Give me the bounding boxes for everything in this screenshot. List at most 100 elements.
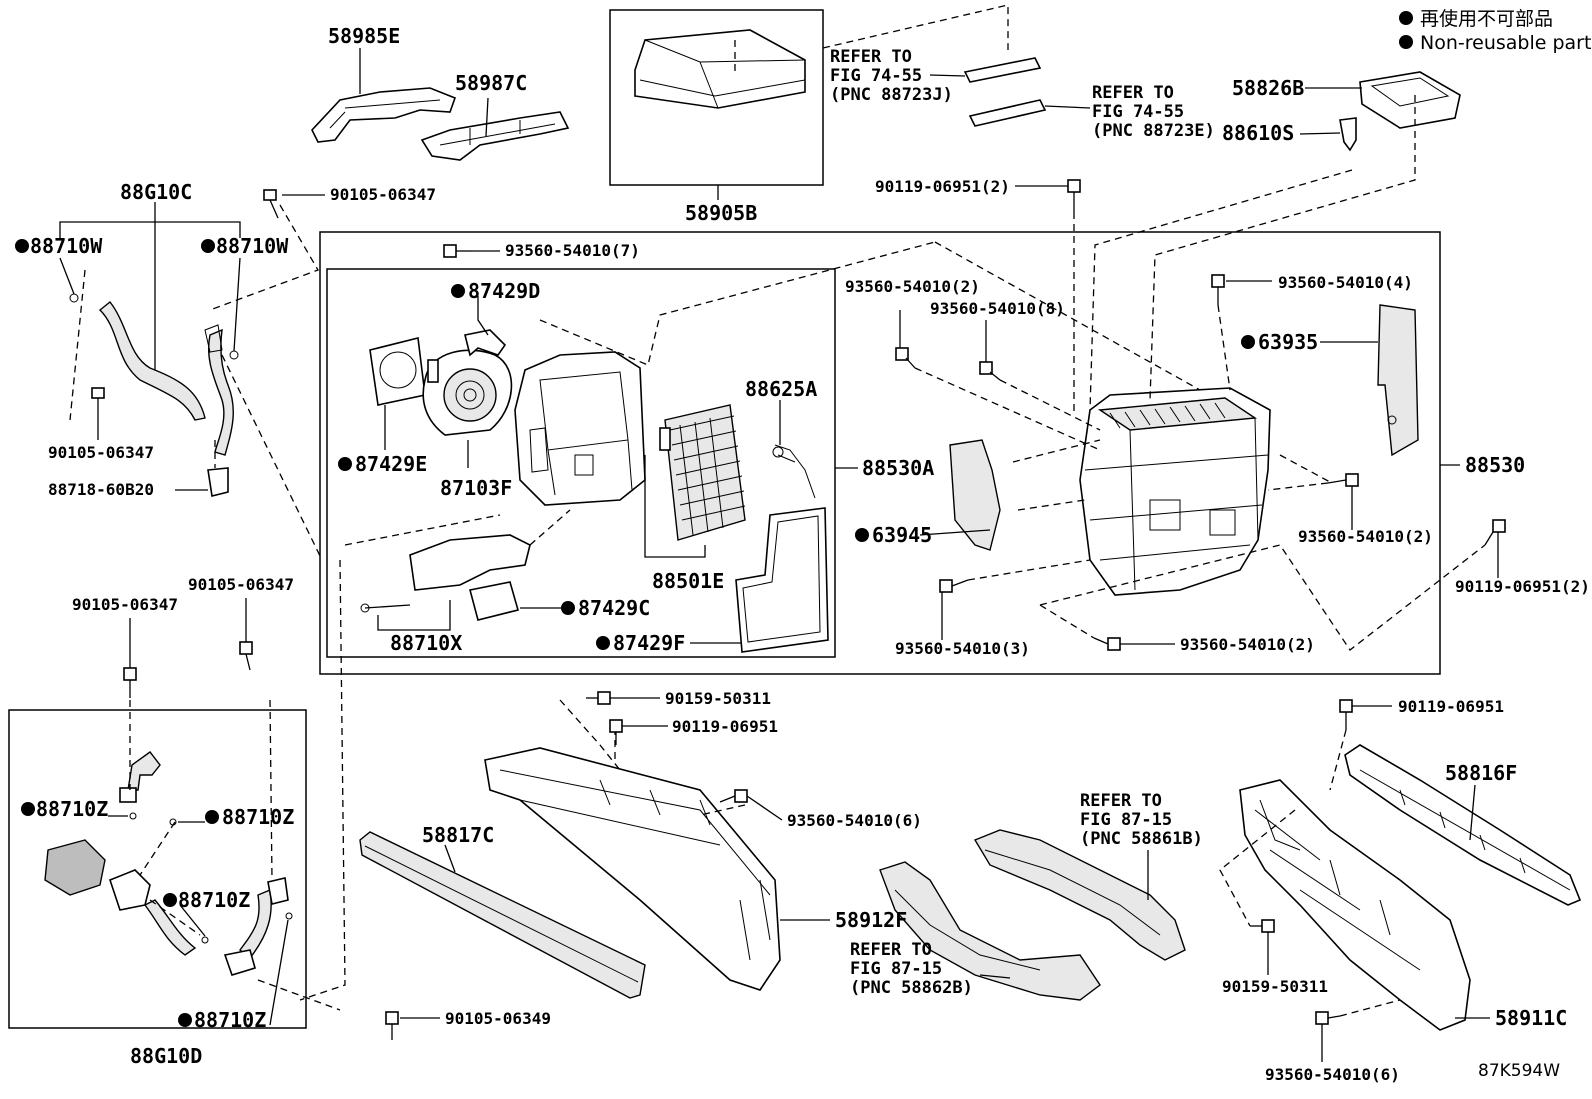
dashed-guide: [1219, 729, 1401, 1017]
frame-58905B: [609, 9, 824, 186]
bolt-icon: [239, 641, 253, 671]
leader-ref4: [979, 974, 1011, 979]
label-88501E: 88501E: [652, 569, 724, 593]
part-63945-insulator: [949, 439, 1001, 551]
label-93560-54010-6a: 93560-54010(6): [787, 811, 922, 830]
dashed-guide: [1039, 604, 1095, 639]
non-reusable-bullet-icon: [21, 802, 35, 816]
non-reusable-bullet-icon: [451, 284, 465, 298]
dashed-guide: [559, 699, 746, 816]
label-90159-50311-a: 90159-50311: [665, 689, 771, 708]
dashed-guide: [1073, 95, 1416, 415]
part-blower-case: [514, 351, 646, 506]
bolt-icon: [443, 244, 472, 258]
leader-ref1: [929, 74, 966, 77]
ref1-line1: REFER TO: [830, 47, 912, 67]
label-90159-50311-b: 90159-50311: [1222, 977, 1328, 996]
label-88710W-a: 88710W: [30, 234, 103, 258]
part-88530-hvac-case: [1079, 387, 1271, 596]
dashed-guide: [822, 4, 1009, 50]
ref3-line2: FIG 87-15: [1080, 810, 1172, 830]
part-58912F-panel: [484, 747, 781, 991]
ref4-line1: REFER TO: [850, 940, 932, 960]
bolt-icon: [123, 667, 137, 698]
label-63935: 63935: [1258, 330, 1318, 354]
non-reusable-bullet-icon: [855, 528, 869, 542]
label-88710W-b: 88710W: [216, 234, 289, 258]
label-88710Z-a: 88710Z: [36, 797, 108, 821]
label-90119-06951-a: 90119-06951(2): [875, 177, 1010, 196]
part-87429F-filter: [735, 507, 829, 653]
bolt-icon: [939, 579, 969, 593]
label-88710X: 88710X: [390, 631, 462, 655]
ref1-line2: FIG 74-55: [830, 66, 922, 86]
frame-88530A: [326, 268, 836, 658]
non-reusable-bullet-icon: [338, 457, 352, 471]
label-58826B: 58826B: [1232, 76, 1304, 100]
bolt-icon: [91, 387, 105, 440]
part-58905B-cover: [634, 29, 806, 109]
callout-labels: 58985E 58987C 58905B REFER TO FIG 74-55 …: [15, 24, 1590, 1084]
leader-87429D: [477, 296, 489, 336]
part-58911C-bracket: [1239, 779, 1471, 1031]
part-58816F-bracket: [1344, 744, 1582, 906]
label-88710Z-d: 88710Z: [194, 1008, 266, 1032]
bolt-icon: [1315, 1011, 1341, 1025]
label-88710Z-c: 88710Z: [178, 888, 250, 912]
non-reusable-bullet-icon: [163, 893, 177, 907]
leader-58817C: [444, 844, 456, 873]
part-58862B-duct: [879, 861, 1101, 1001]
leader-88710Z-c: [179, 904, 206, 937]
label-58911C: 58911C: [1495, 1006, 1567, 1030]
leader-88710W-a: [59, 257, 75, 295]
label-93560-54010-6b: 93560-54010(6): [1265, 1065, 1400, 1084]
label-87429C: 87429C: [578, 596, 650, 620]
ref2-line3: (PNC 88723E): [1092, 121, 1215, 141]
bolt-icon: [1211, 274, 1225, 305]
label-93560-54010-2c: 93560-54010(2): [1180, 635, 1315, 654]
label-90105-06347-c: 90105-06347: [72, 595, 178, 614]
label-88G10D: 88G10D: [130, 1044, 202, 1068]
legend-bullet-icon: [1399, 35, 1413, 49]
non-reusable-bullet-icon: [15, 239, 29, 253]
leader-58987C: [485, 97, 489, 137]
label-88530A: 88530A: [862, 456, 934, 480]
part-58817C-panel: [359, 831, 646, 999]
label-93560-54010-2b: 93560-54010(2): [1298, 527, 1433, 546]
bolt-icon: [895, 347, 916, 369]
part-58987C-bracket: [420, 111, 570, 161]
dashed-guide: [344, 509, 571, 546]
non-reusable-bullet-icon: [201, 239, 215, 253]
label-88G10C: 88G10C: [120, 180, 192, 204]
bolt-icon: [1250, 919, 1275, 933]
bolt-icon: [1484, 519, 1506, 546]
legend: 再使用不可部品 Non-reusable part: [1399, 8, 1591, 54]
part-88710X-duct: [360, 534, 531, 621]
non-reusable-bullet-icon: [205, 810, 219, 824]
leader-88710W-b: [233, 257, 241, 352]
label-90105-06347-a: 90105-06347: [330, 185, 436, 204]
label-93560-54010-8: 93560-54010(8): [930, 299, 1065, 318]
non-reusable-bullet-icon: [561, 601, 575, 615]
ref1-line3: (PNC 88723J): [830, 85, 953, 105]
label-58817C: 58817C: [422, 823, 494, 847]
leader-88710Z-d: [269, 919, 289, 1026]
ref3-line3: (PNC 58861B): [1080, 829, 1203, 849]
dashed-guide: [129, 699, 341, 1011]
part-88501E-evaporator: [659, 404, 746, 541]
ref2-line1: REFER TO: [1092, 83, 1174, 103]
non-reusable-bullet-icon: [596, 636, 610, 650]
bolt-icon: [609, 719, 623, 745]
label-87429F: 87429F: [613, 631, 685, 655]
label-93560-54010-7: 93560-54010(7): [505, 241, 640, 260]
label-58987C: 58987C: [455, 71, 527, 95]
label-90105-06349: 90105-06349: [445, 1009, 551, 1028]
bolt-icon: [263, 189, 279, 219]
part-88G10D-hose-assembly: [44, 751, 293, 976]
bolt-icon: [1067, 179, 1081, 212]
pad-88723E: [968, 99, 1047, 127]
label-58985E: 58985E: [328, 24, 400, 48]
part-58985E-bracket: [311, 87, 457, 143]
leader-ref2: [1044, 105, 1091, 109]
